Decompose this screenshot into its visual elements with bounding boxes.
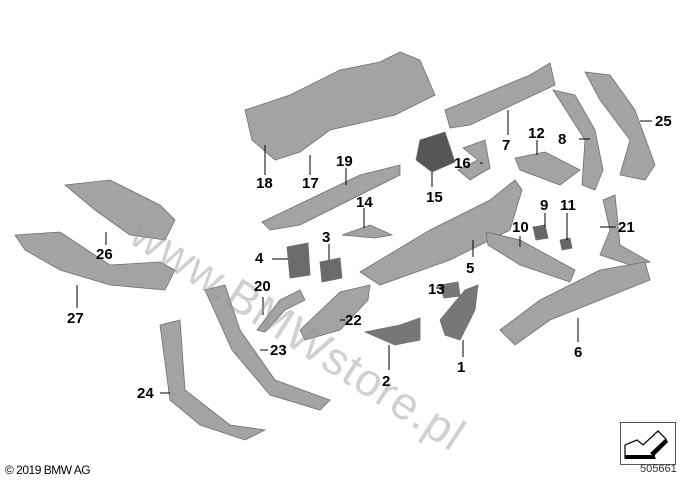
- callout-22[interactable]: 22: [345, 312, 362, 329]
- callout-12[interactable]: 12: [528, 125, 545, 142]
- part-19-rail: [261, 164, 401, 231]
- callout-11[interactable]: 11: [560, 197, 576, 214]
- callout-26[interactable]: 26: [96, 246, 113, 263]
- part-15-speaker: [415, 131, 456, 173]
- callout-20[interactable]: 20: [254, 278, 271, 295]
- callout-25[interactable]: 25: [655, 113, 672, 130]
- callout-19[interactable]: 19: [336, 153, 353, 170]
- callout-6[interactable]: 6: [574, 344, 583, 361]
- navigation-arrow-button[interactable]: [620, 422, 676, 465]
- part-17-18-tunnel: [244, 51, 436, 161]
- part-27-trim: [14, 231, 176, 291]
- callout-8[interactable]: 8: [558, 131, 567, 148]
- part-2-bracket: [363, 317, 421, 346]
- callout-5[interactable]: 5: [466, 260, 475, 277]
- part-14-bracket: [341, 224, 394, 239]
- callout-10[interactable]: 10: [512, 219, 529, 236]
- part-22-duct: [299, 284, 371, 341]
- part-1-bracket: [439, 284, 479, 341]
- part-7-duct: [444, 62, 556, 129]
- part-11-clip: [559, 237, 573, 251]
- part-25-trim: [584, 71, 656, 181]
- callout-14[interactable]: 14: [356, 194, 373, 211]
- leader-lines: [76, 110, 652, 394]
- reference-number: 505661: [640, 463, 677, 475]
- callout-4[interactable]: 4: [255, 250, 264, 267]
- callout-13[interactable]: 13: [428, 281, 445, 298]
- callout-3[interactable]: 3: [322, 229, 331, 246]
- callout-24[interactable]: 24: [137, 385, 154, 402]
- part-3-module: [319, 257, 343, 283]
- part-4-module: [286, 242, 311, 279]
- part-12-bracket: [514, 151, 581, 186]
- callout-1[interactable]: 1: [457, 359, 466, 376]
- part-26-trim: [64, 179, 176, 241]
- callout-27[interactable]: 27: [67, 310, 84, 327]
- part-9-clip: [532, 224, 549, 241]
- part-16-bracket: [457, 139, 491, 181]
- part-13-grommet: [439, 281, 461, 299]
- callout-18[interactable]: 18: [256, 175, 273, 192]
- callout-15[interactable]: 15: [426, 189, 443, 206]
- part-20-holder: [256, 289, 306, 333]
- callout-16[interactable]: 16: [454, 155, 471, 172]
- callout-17[interactable]: 17: [302, 175, 319, 192]
- part-23-trim: [204, 284, 331, 411]
- part-6-duct: [499, 261, 651, 346]
- callout-23[interactable]: 23: [270, 342, 287, 359]
- copyright: © 2019 BMW AG: [5, 463, 91, 477]
- part-24-trim: [159, 319, 267, 441]
- callout-9[interactable]: 9: [540, 197, 549, 214]
- part-5-duct: [359, 179, 523, 286]
- callout-21[interactable]: 21: [618, 219, 635, 236]
- callout-2[interactable]: 2: [382, 373, 391, 390]
- arrow-icon: [624, 430, 668, 459]
- callout-7[interactable]: 7: [502, 137, 511, 154]
- part-8-trim: [552, 89, 604, 191]
